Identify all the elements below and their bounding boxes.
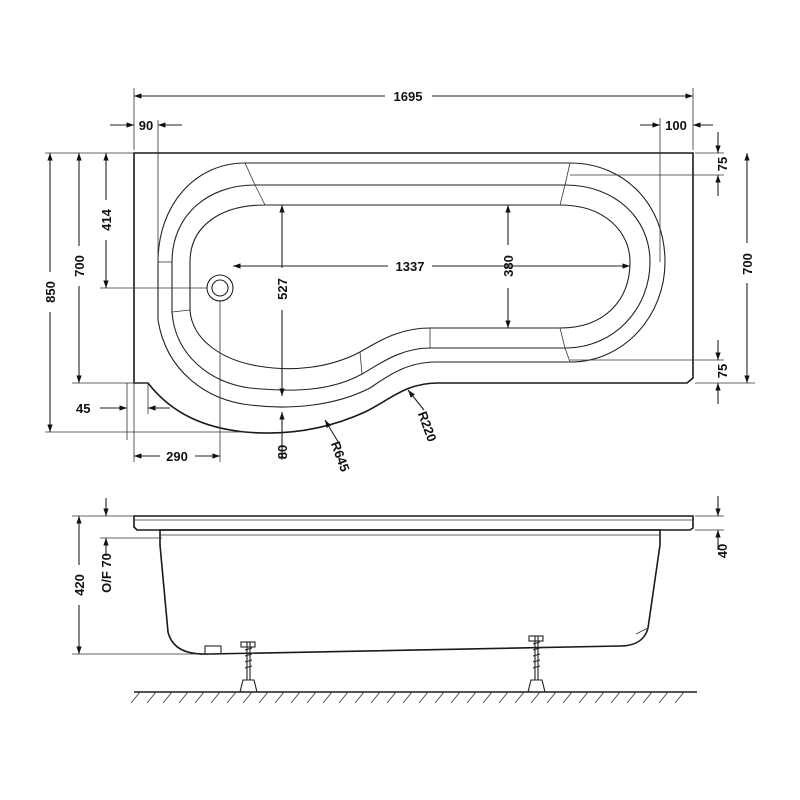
dim-right-offset: 100 — [665, 118, 687, 133]
dim-radius-small: R220 — [415, 409, 440, 443]
dim-inner-depth: 527 — [275, 278, 290, 300]
hatch-mark — [402, 691, 413, 704]
plan-inner-rim — [157, 162, 666, 408]
side-view: 420 O/F 70 40 — [72, 496, 730, 704]
hatch-mark — [466, 691, 477, 704]
right-foot — [527, 635, 546, 693]
dim-radius-large: R645 — [328, 439, 353, 473]
hatch-mark — [242, 691, 253, 704]
hatch-mark — [610, 691, 621, 704]
hatch-mark — [306, 691, 317, 704]
hatch-mark — [258, 691, 269, 704]
hatch-mark — [674, 691, 685, 704]
hatch-mark — [130, 691, 141, 704]
hatch-mark — [450, 691, 461, 704]
hatch-mark — [482, 691, 493, 704]
hatch-mark — [530, 691, 541, 704]
hatch-mark — [434, 691, 445, 704]
hatch-mark — [338, 691, 349, 704]
plan-basin-outer — [171, 184, 651, 391]
hatch-mark — [626, 691, 637, 704]
dim-left-offset: 90 — [139, 118, 153, 133]
hatch-mark — [546, 691, 557, 704]
dim-top-rim: 75 — [715, 157, 730, 171]
dim-bottom-rim: 75 — [715, 364, 730, 378]
floor-hatching — [130, 691, 685, 704]
dim-rim-thickness: 40 — [715, 544, 730, 558]
hatch-mark — [194, 691, 205, 704]
dim-left-width: 700 — [72, 255, 87, 277]
hatch-mark — [274, 691, 285, 704]
dim-height: 420 — [72, 574, 87, 596]
hatch-mark — [514, 691, 525, 704]
hatch-mark — [578, 691, 589, 704]
dim-curve-offset: 80 — [275, 445, 290, 459]
hatch-mark — [146, 691, 157, 704]
hatch-mark — [562, 691, 573, 704]
hatch-mark — [658, 691, 669, 704]
dim-overflow: O/F 70 — [99, 553, 114, 593]
hatch-mark — [226, 691, 237, 704]
hatch-mark — [594, 691, 605, 704]
hatch-mark — [210, 691, 221, 704]
hatch-mark — [370, 691, 381, 704]
dim-right-width: 700 — [740, 253, 755, 275]
plan-outer-rim — [133, 152, 694, 434]
hatch-mark — [162, 691, 173, 704]
dim-overall-length: 1695 — [394, 89, 423, 104]
dim-overall-width: 850 — [43, 281, 58, 303]
dim-inner-length: 1337 — [396, 259, 425, 274]
hatch-mark — [178, 691, 189, 704]
side-rim — [133, 515, 694, 531]
dim-curve-start: 290 — [166, 449, 188, 464]
hatch-mark — [354, 691, 365, 704]
dim-corner-offset: 45 — [76, 401, 90, 416]
plan-view: 1695 90 100 75 700 75 850 — [43, 88, 755, 474]
left-foot — [239, 641, 258, 693]
dim-inner-depth-right: 380 — [501, 255, 516, 277]
waste-outlet — [206, 274, 234, 302]
hatch-mark — [418, 691, 429, 704]
side-body — [159, 529, 661, 655]
hatch-mark — [642, 691, 653, 704]
hatch-mark — [322, 691, 333, 704]
hatch-mark — [290, 691, 301, 704]
hatch-mark — [498, 691, 509, 704]
dim-waste-position: 414 — [99, 208, 114, 230]
hatch-mark — [386, 691, 397, 704]
